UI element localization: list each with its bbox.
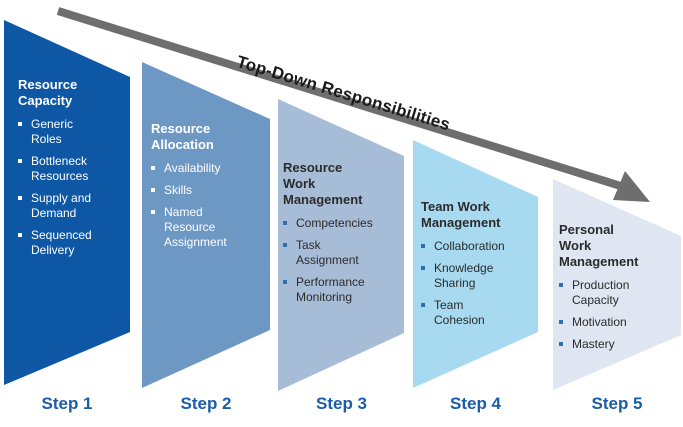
step-5-content: Personal Work Management Production Capa… xyxy=(559,222,643,359)
step-5-title: Personal Work Management xyxy=(559,222,639,269)
bullet-item: Named Resource Assignment xyxy=(151,205,233,250)
bullet-item: Sequenced Delivery xyxy=(18,228,100,258)
step-3-label: Step 3 xyxy=(315,394,368,413)
step-1-bullets: Generic Roles Bottleneck Resources Suppl… xyxy=(18,117,100,258)
step-2-label: Step 2 xyxy=(180,394,232,413)
bullet-item: Bottleneck Resources xyxy=(18,154,100,184)
bullet-item: Knowledge Sharing xyxy=(421,261,503,291)
bullet-item: Skills xyxy=(151,183,233,198)
bullet-item: Competencies xyxy=(283,216,373,231)
step-2-title: Resource Allocation xyxy=(151,121,214,152)
bullet-item: Performance Monitoring xyxy=(283,275,365,305)
step-3-content: Resource Work Management Competencies Ta… xyxy=(283,160,373,312)
step-1-title: Resource Capacity xyxy=(18,77,78,108)
step-5-shape xyxy=(553,179,681,390)
bullet-item: Supply and Demand xyxy=(18,191,100,221)
bullet-item: Production Capacity xyxy=(559,278,641,308)
bullet-item: Team Cohesion xyxy=(421,298,503,328)
step-5-bullets: Production Capacity Motivation Mastery xyxy=(559,278,641,352)
step-4-content: Team Work Management Collaboration Knowl… xyxy=(421,199,505,335)
step-4-title: Team Work Management xyxy=(421,199,501,230)
step-2-content: Resource Allocation Availability Skills … xyxy=(151,121,235,257)
top-down-arrow-shaft xyxy=(56,7,626,191)
bullet-item: Mastery xyxy=(559,337,641,352)
bullet-item: Generic Roles xyxy=(18,117,100,147)
step-2-bullets: Availability Skills Named Resource Assig… xyxy=(151,161,233,250)
bullet-item: Motivation xyxy=(559,315,641,330)
bullet-item: Availability xyxy=(151,161,233,176)
step-4-bullets: Collaboration Knowledge Sharing Team Coh… xyxy=(421,239,505,328)
step-3-bullets: Competencies Task Assignment Performance… xyxy=(283,216,373,305)
step-5-label: Step 5 xyxy=(591,394,643,413)
step-1-content: Resource Capacity Generic Roles Bottlene… xyxy=(18,77,102,265)
top-down-arrow-head xyxy=(613,171,650,202)
step-3-shape xyxy=(278,99,404,391)
step-4-shape xyxy=(413,140,538,388)
bullet-item: Collaboration xyxy=(421,239,505,254)
step-3-title: Resource Work Management xyxy=(283,160,363,207)
bullet-item: Task Assignment xyxy=(283,238,365,268)
step-1-shape xyxy=(4,20,130,385)
step-4-label: Step 4 xyxy=(449,394,502,413)
step-2-shape xyxy=(142,62,270,388)
step-1-label: Step 1 xyxy=(41,394,93,413)
